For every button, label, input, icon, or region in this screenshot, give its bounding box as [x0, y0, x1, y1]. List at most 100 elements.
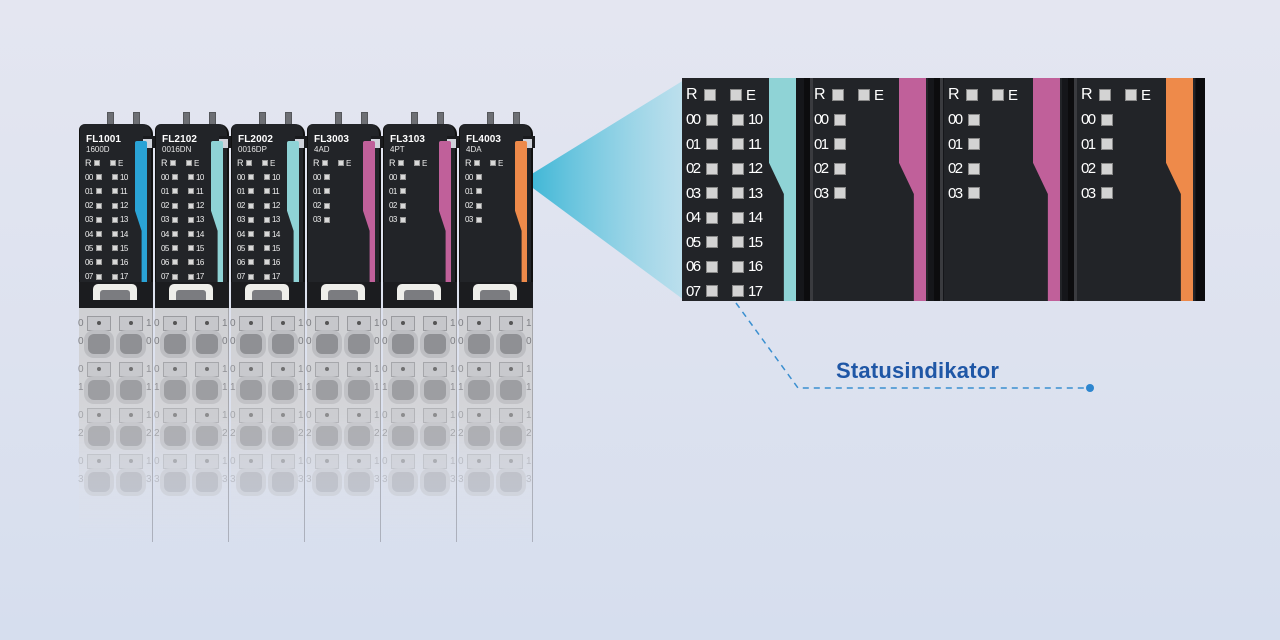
- release-clip[interactable]: [307, 282, 381, 308]
- wire-entry-hole: [500, 472, 522, 492]
- terminal-column-label: 0: [306, 456, 312, 467]
- terminal-release-slot[interactable]: [119, 408, 143, 423]
- terminal-release-slot[interactable]: [195, 454, 219, 469]
- channel-led-icon: [732, 285, 744, 298]
- led-channel-label: 16: [748, 258, 763, 276]
- terminal-row-label: 0: [458, 336, 464, 347]
- clip-handle-icon: [321, 284, 365, 300]
- wire-entry-hole: [392, 426, 414, 446]
- channel-led-icon: [112, 174, 118, 181]
- led-channel-label: 07: [85, 272, 93, 282]
- wire-entry-hole: [88, 380, 110, 400]
- terminal-release-slot[interactable]: [467, 408, 491, 423]
- terminal-release-slot[interactable]: [467, 316, 491, 331]
- terminal-release-slot[interactable]: [347, 408, 371, 423]
- terminal-release-slot[interactable]: [119, 362, 143, 377]
- led-channel-label: 13: [748, 184, 763, 202]
- terminal-release-slot[interactable]: [315, 316, 339, 331]
- led-channel-label: 03: [1081, 184, 1096, 202]
- terminal-release-slot[interactable]: [271, 362, 295, 377]
- wire-entry-hole: [240, 334, 262, 354]
- module-divider: [1068, 78, 1074, 301]
- release-clip[interactable]: [155, 282, 229, 308]
- terminal-release-slot[interactable]: [315, 362, 339, 377]
- terminal-release-slot[interactable]: [391, 408, 415, 423]
- terminal-release-slot[interactable]: [391, 362, 415, 377]
- led-channel-label: 05: [161, 243, 169, 253]
- terminal-release-slot[interactable]: [163, 454, 187, 469]
- release-clip[interactable]: [79, 282, 153, 308]
- release-clip[interactable]: [383, 282, 457, 308]
- terminal-column-label: 1: [222, 410, 228, 421]
- terminal-release-slot[interactable]: [87, 408, 111, 423]
- terminal-release-slot[interactable]: [315, 408, 339, 423]
- led-channel-label: 11: [120, 186, 128, 196]
- channel-led-icon: [324, 202, 330, 209]
- module-variant: 4PT: [390, 145, 405, 154]
- led-channel-label: 02: [465, 201, 473, 211]
- terminal-release-slot[interactable]: [239, 454, 263, 469]
- terminal-release-slot[interactable]: [271, 408, 295, 423]
- terminal-release-slot[interactable]: [239, 316, 263, 331]
- wire-entry-hole: [120, 426, 142, 446]
- terminal-release-slot[interactable]: [499, 316, 523, 331]
- release-clip[interactable]: [459, 282, 533, 308]
- terminal-release-slot[interactable]: [271, 454, 295, 469]
- terminal-release-slot[interactable]: [87, 454, 111, 469]
- terminal-release-slot[interactable]: [315, 454, 339, 469]
- terminal-release-slot[interactable]: [467, 362, 491, 377]
- terminal-release-slot[interactable]: [195, 408, 219, 423]
- terminal-release-slot[interactable]: [163, 316, 187, 331]
- terminal-row-label: 3: [78, 474, 84, 485]
- terminal-release-slot[interactable]: [347, 316, 371, 331]
- terminal-release-slot[interactable]: [347, 454, 371, 469]
- terminal-release-slot[interactable]: [423, 408, 447, 423]
- terminal-row-label: 1: [222, 382, 228, 393]
- run-led-icon: [246, 160, 252, 167]
- terminal-release-slot[interactable]: [87, 362, 111, 377]
- terminal-release-slot[interactable]: [423, 454, 447, 469]
- terminal-release-slot[interactable]: [163, 408, 187, 423]
- terminal-release-slot[interactable]: [347, 362, 371, 377]
- terminal-release-slot[interactable]: [467, 454, 491, 469]
- terminal-release-slot[interactable]: [119, 454, 143, 469]
- channel-led-icon: [112, 231, 118, 238]
- led-channel-label: 02: [237, 201, 245, 211]
- channel-led-icon: [248, 245, 254, 252]
- terminal-release-slot[interactable]: [119, 316, 143, 331]
- terminal-release-slot[interactable]: [195, 316, 219, 331]
- terminal-release-slot[interactable]: [391, 316, 415, 331]
- terminal-release-slot[interactable]: [499, 408, 523, 423]
- terminal-release-slot[interactable]: [239, 408, 263, 423]
- terminal-release-slot[interactable]: [163, 362, 187, 377]
- terminal-release-slot[interactable]: [423, 316, 447, 331]
- terminal-release-slot[interactable]: [87, 316, 111, 331]
- terminal-column-label: 0: [458, 456, 464, 467]
- terminal-release-slot[interactable]: [195, 362, 219, 377]
- led-channel-label: 10: [748, 111, 763, 129]
- terminal-release-slot[interactable]: [391, 454, 415, 469]
- led-channel-label: 03: [389, 215, 397, 225]
- channel-led-icon: [706, 162, 718, 175]
- error-led-icon: [110, 160, 116, 167]
- terminal-release-slot[interactable]: [499, 362, 523, 377]
- terminal-release-slot[interactable]: [499, 454, 523, 469]
- terminal-release-slot[interactable]: [239, 362, 263, 377]
- led-channel-label: 13: [272, 215, 280, 225]
- led-channel-label: 04: [85, 229, 93, 239]
- terminal-release-slot[interactable]: [271, 316, 295, 331]
- terminal-release-slot[interactable]: [423, 362, 447, 377]
- release-clip[interactable]: [231, 282, 305, 308]
- module-divider: [804, 78, 810, 301]
- wire-entry-hole: [500, 334, 522, 354]
